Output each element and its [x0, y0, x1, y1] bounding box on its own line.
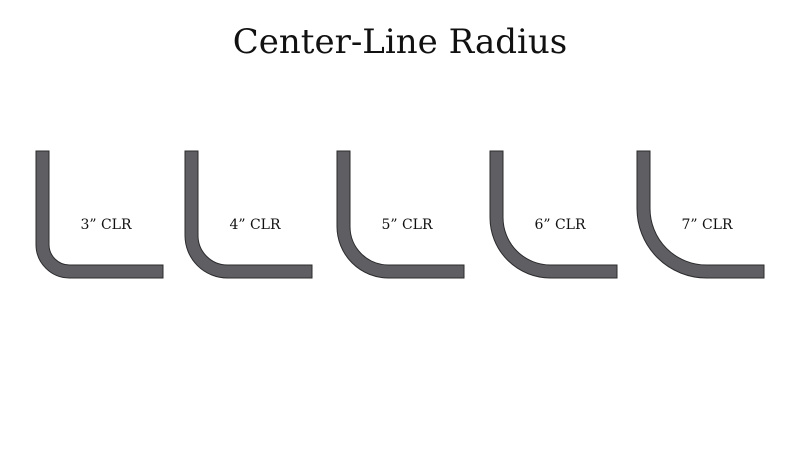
bend-tube-5 — [336, 150, 465, 279]
bend-label-5: 5” CLR — [381, 217, 433, 233]
bend-tube-4 — [184, 150, 313, 279]
bend-tube-3 — [35, 150, 164, 279]
bend-label-7: 7” CLR — [681, 217, 733, 233]
bend-group-3: 3” CLR — [35, 150, 164, 279]
bend-group-4: 4” CLR — [184, 150, 313, 279]
bend-group-7: 7” CLR — [636, 150, 765, 279]
bend-tube-7 — [636, 150, 765, 279]
bend-tube-6 — [489, 150, 618, 279]
bend-label-4: 4” CLR — [229, 217, 281, 233]
bend-label-6: 6” CLR — [534, 217, 586, 233]
bend-group-5: 5” CLR — [336, 150, 465, 279]
bend-label-3: 3” CLR — [80, 217, 132, 233]
diagram-title: Center-Line Radius — [232, 22, 568, 62]
bend-group-6: 6” CLR — [489, 150, 618, 279]
